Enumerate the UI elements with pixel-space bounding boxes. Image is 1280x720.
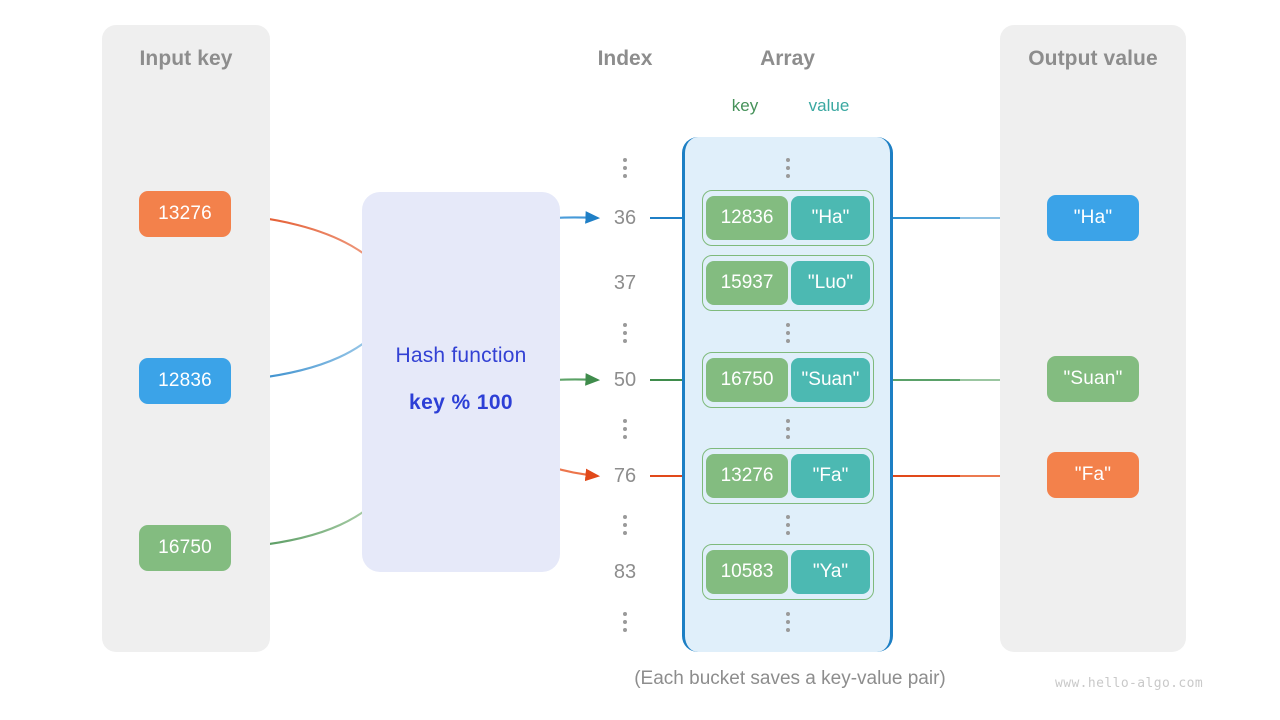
input-key-12836[interactable]: 12836 [139, 358, 231, 404]
index-ellipsis-2 [618, 323, 632, 343]
index-label-50: 50 [613, 369, 637, 391]
bucket-83-key: 10583 [706, 550, 788, 594]
index-ellipsis-top [618, 158, 632, 178]
index-ellipsis-4 [618, 515, 632, 535]
output-value-panel: Output value [1000, 25, 1186, 652]
index-label-37: 37 [613, 272, 637, 294]
array-ellipsis-3 [781, 419, 795, 439]
array-ellipsis-top [781, 158, 795, 178]
index-label-36: 36 [613, 207, 637, 229]
bucket-37-key: 15937 [706, 261, 788, 305]
bucket-37[interactable]: 15937 "Luo" [702, 255, 874, 311]
hash-function-box [362, 192, 560, 572]
index-label-83: 83 [613, 561, 637, 583]
bucket-76-key: 13276 [706, 454, 788, 498]
bucket-50[interactable]: 16750 "Suan" [702, 352, 874, 408]
input-panel-title: Input key [139, 47, 233, 70]
bucket-37-value: "Luo" [790, 261, 870, 305]
bucket-76-value: "Fa" [790, 454, 870, 498]
index-ellipsis-bottom [618, 612, 632, 632]
bucket-36-value: "Ha" [790, 196, 870, 240]
value-column-title: value [808, 96, 850, 115]
bucket-50-value: "Suan" [790, 358, 870, 402]
index-label-76: 76 [613, 465, 637, 487]
array-column-title: Array [760, 47, 815, 70]
index-ellipsis-3 [618, 419, 632, 439]
array-ellipsis-4 [781, 515, 795, 535]
bucket-76[interactable]: 13276 "Fa" [702, 448, 874, 504]
input-key-16750[interactable]: 16750 [139, 525, 231, 571]
output-value-ha[interactable]: "Ha" [1047, 195, 1139, 241]
diagram-caption: (Each bucket saves a key-value pair) [634, 668, 946, 689]
bucket-36[interactable]: 12836 "Ha" [702, 190, 874, 246]
hash-function-formula: key % 100 [408, 391, 514, 414]
index-column-title: Index [597, 47, 653, 70]
site-watermark: www.hello-algo.com [1055, 676, 1204, 691]
output-value-fa[interactable]: "Fa" [1047, 452, 1139, 498]
bucket-83-value: "Ya" [790, 550, 870, 594]
array-ellipsis-bottom [781, 612, 795, 632]
output-panel-title: Output value [1028, 47, 1158, 70]
bucket-83[interactable]: 10583 "Ya" [702, 544, 874, 600]
bucket-36-key: 12836 [706, 196, 788, 240]
output-value-suan[interactable]: "Suan" [1047, 356, 1139, 402]
input-key-13276[interactable]: 13276 [139, 191, 231, 237]
hash-function-label: Hash function [395, 344, 527, 367]
bucket-50-key: 16750 [706, 358, 788, 402]
array-ellipsis-2 [781, 323, 795, 343]
key-column-title: key [731, 96, 759, 115]
